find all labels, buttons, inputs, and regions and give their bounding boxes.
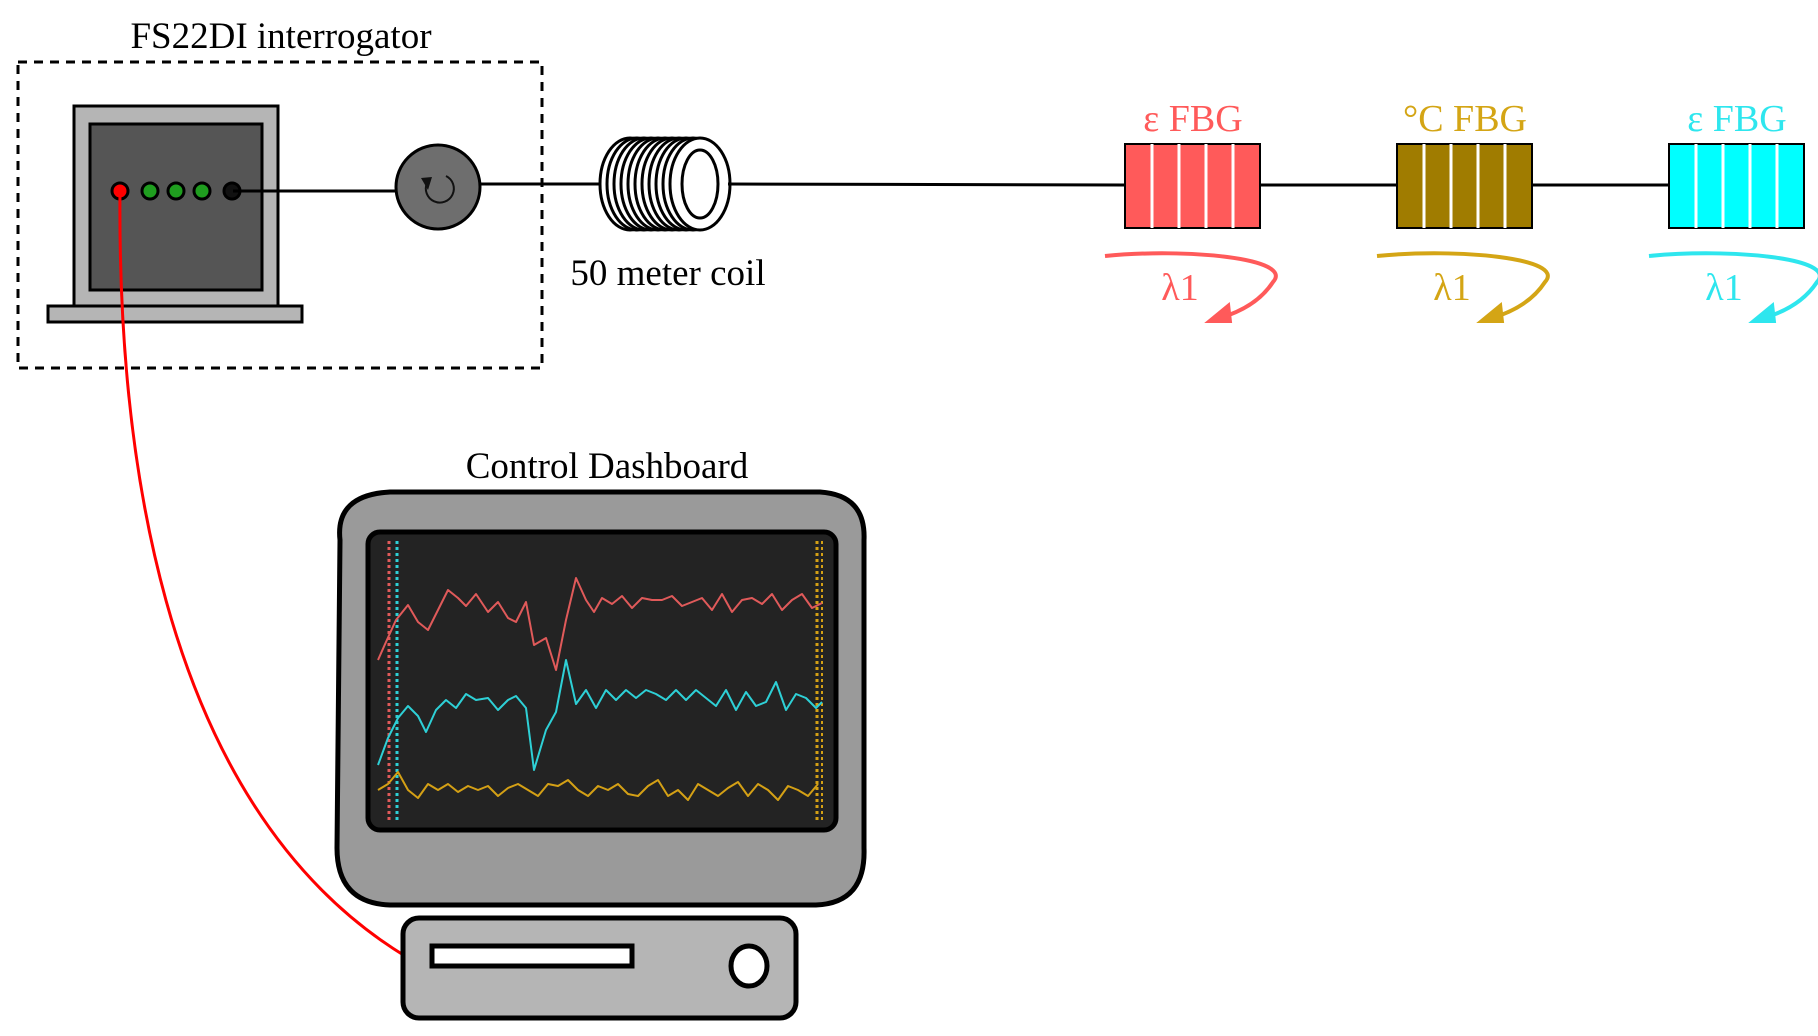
fbg-label: °C FBG [1403, 98, 1527, 140]
reflection-arrowhead-icon [1476, 302, 1505, 323]
circulator-body [394, 143, 482, 231]
fbg-grating [1124, 143, 1261, 229]
reflection-arrow-icon [1104, 251, 1278, 320]
status-led [140, 181, 160, 201]
circulator [394, 143, 482, 231]
fiber-segment [727, 182, 1126, 187]
wavelength-label: λ1 [1433, 267, 1470, 309]
trace-strain-1 [377, 577, 823, 671]
trace-temperature [377, 771, 819, 801]
interrogator-title: FS22DI interrogator [130, 16, 431, 57]
status-led [192, 181, 212, 201]
power-button[interactable] [728, 943, 770, 989]
fbg-label: ε FBG [1143, 98, 1242, 140]
reflection-arrow-icon [1376, 251, 1550, 320]
interrogator-base [46, 304, 304, 324]
fbg-sensor: ε FBG λ1 [1648, 98, 1818, 323]
reflection-arrowhead-icon [1748, 302, 1777, 323]
interrogator-unit [46, 104, 304, 324]
interrogator-enclosure [16, 60, 544, 370]
reflection-arrow-icon [1648, 251, 1818, 320]
data-cable [118, 190, 406, 958]
wavelength-label: λ1 [1705, 267, 1742, 309]
dashboard-title: Control Dashboard [466, 446, 749, 487]
monitor-screen [365, 529, 839, 833]
coil-label: 50 meter coil [570, 253, 765, 294]
wavelength-label: λ1 [1161, 267, 1198, 309]
dashboard-monitor [334, 489, 867, 1021]
circulator-arrowhead-icon [421, 177, 432, 190]
interrogator-leds [110, 181, 242, 201]
fbg-grating [1668, 143, 1805, 229]
fiber-coil [598, 136, 732, 232]
interrogator-panel [88, 122, 264, 292]
fbg-sensor: °C FBG λ1 [1376, 98, 1550, 323]
fbg-label: ε FBG [1687, 98, 1786, 140]
fbg-grating [1396, 143, 1533, 229]
reflection-arrowhead-icon [1204, 302, 1233, 323]
fbg-sensors: ε FBG λ1 °C FBG λ1 ε FBG λ1 [1104, 98, 1818, 323]
trace-strain-2 [377, 659, 823, 771]
status-led [166, 181, 186, 201]
fbg-sensor: ε FBG λ1 [1104, 98, 1278, 323]
circulator-arrow-icon [424, 175, 455, 204]
disk-drive-slot[interactable] [429, 943, 635, 969]
